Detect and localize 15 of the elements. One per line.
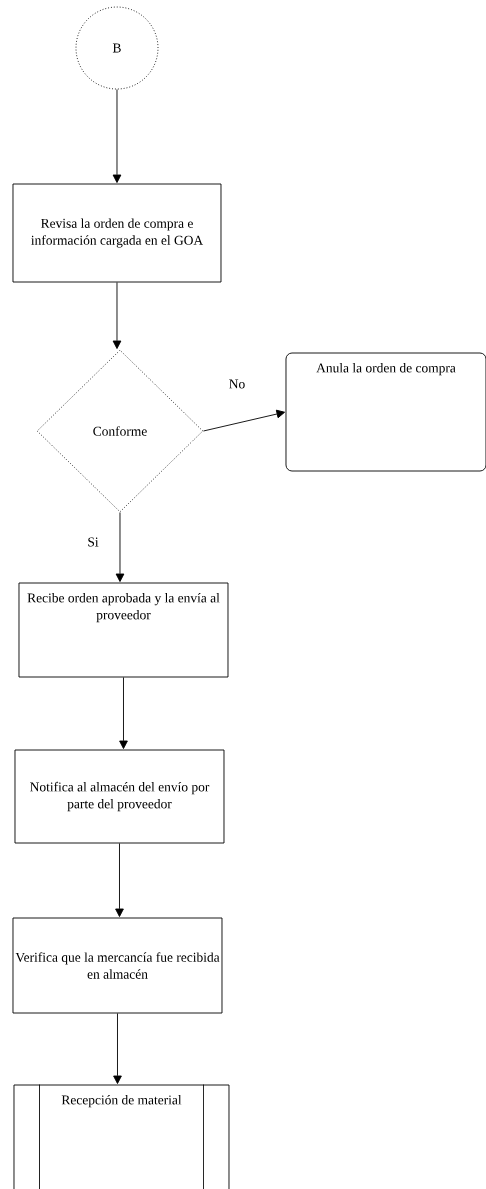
arrow xyxy=(112,282,122,349)
process-box: Recibe orden aprobada y la envía al proveedor xyxy=(18,582,229,678)
arrow xyxy=(119,677,128,749)
edge-label: No xyxy=(227,378,247,390)
arrow xyxy=(115,512,125,582)
edge-label: Si xyxy=(86,536,100,548)
terminal-box: Anula la orden de compra xyxy=(285,352,486,472)
arrow xyxy=(203,409,285,432)
predefined-process-box: Recepción de material xyxy=(13,1084,230,1189)
arrow xyxy=(112,89,122,183)
process-box: Verifica que la mercancía fue recibida en almacén xyxy=(12,917,223,1014)
arrow xyxy=(113,1013,122,1084)
process-box: Notifica al almacén del envío por parte del proveedor xyxy=(14,749,225,844)
arrow xyxy=(115,843,124,917)
process-box: Revisa la orden de compra e información cargada en el GOA xyxy=(12,183,222,283)
